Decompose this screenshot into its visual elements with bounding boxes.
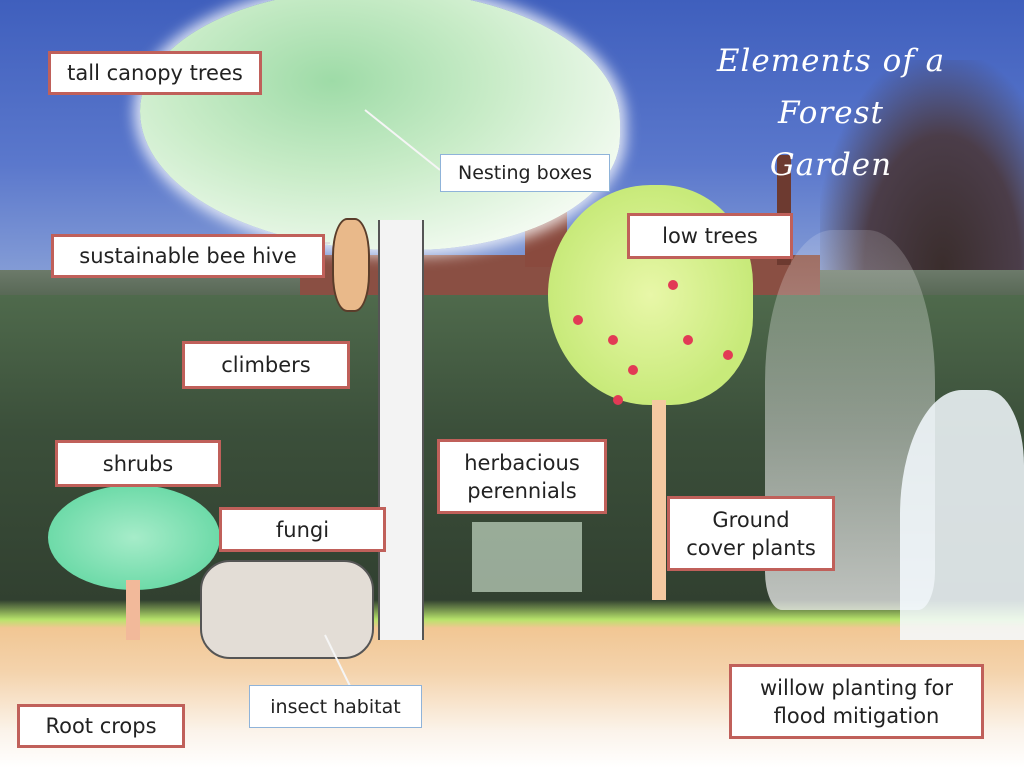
- label-text: low trees: [662, 224, 758, 248]
- label-text: fungi: [275, 517, 330, 542]
- label-willow-planting: willow planting for flood mitigation: [729, 664, 984, 739]
- shrub-trunk: [126, 580, 140, 640]
- log-pile-illustration: [200, 560, 374, 659]
- label-text-line-2: perennials: [467, 478, 577, 503]
- insect-habitat-pointer: [324, 634, 351, 687]
- label-nesting-boxes: Nesting boxes: [440, 154, 610, 192]
- weeping-willow-illustration: [900, 390, 1024, 640]
- label-fungi: fungi: [219, 507, 386, 552]
- label-text-line-1: herbacious: [464, 450, 580, 475]
- label-text: insect habitat: [270, 695, 401, 718]
- label-tall-canopy-trees: tall canopy trees: [48, 51, 262, 95]
- title-line-1: Elements of a: [716, 43, 946, 79]
- shrub-illustration: [48, 485, 220, 590]
- nesting-boxes-pointer: [364, 109, 441, 171]
- label-insect-habitat: insect habitat: [249, 685, 422, 728]
- apple-icon: [723, 350, 733, 360]
- apple-icon: [573, 315, 583, 325]
- label-shrubs: shrubs: [55, 440, 221, 487]
- label-text: tall canopy trees: [67, 61, 243, 85]
- label-root-crops: Root crops: [17, 704, 185, 748]
- label-text: sustainable bee hive: [79, 244, 297, 268]
- apple-icon: [613, 395, 623, 405]
- apple-icon: [668, 280, 678, 290]
- label-sustainable-bee-hive: sustainable bee hive: [51, 234, 325, 278]
- label-climbers: climbers: [182, 341, 350, 389]
- diagram-title: Elements of a Forest Garden: [716, 35, 946, 191]
- label-ground-cover-plants: Ground cover plants: [667, 496, 835, 571]
- label-text: Root crops: [45, 714, 157, 738]
- label-text: Nesting boxes: [457, 162, 593, 184]
- label-text: shrubs: [102, 451, 174, 476]
- label-text-line-2: flood mitigation: [773, 703, 940, 728]
- apple-icon: [628, 365, 638, 375]
- label-text-line-1: Ground: [712, 507, 790, 532]
- canopy-tree-trunk: [378, 220, 424, 640]
- canopy-tree-illustration: [140, 0, 620, 250]
- bee-hive-illustration: [332, 218, 370, 312]
- label-text: climbers: [221, 353, 311, 377]
- title-line-2: Forest Garden: [769, 95, 893, 183]
- herbaceous-plants-illustration: [472, 522, 582, 592]
- label-low-trees: low trees: [627, 213, 793, 259]
- apple-icon: [683, 335, 693, 345]
- apple-icon: [608, 335, 618, 345]
- label-text-line-2: cover plants: [686, 535, 816, 560]
- label-text-line-1: willow planting for: [760, 675, 953, 700]
- label-herbacious-perennials: herbacious perennials: [437, 439, 607, 514]
- apple-tree-trunk: [652, 400, 666, 600]
